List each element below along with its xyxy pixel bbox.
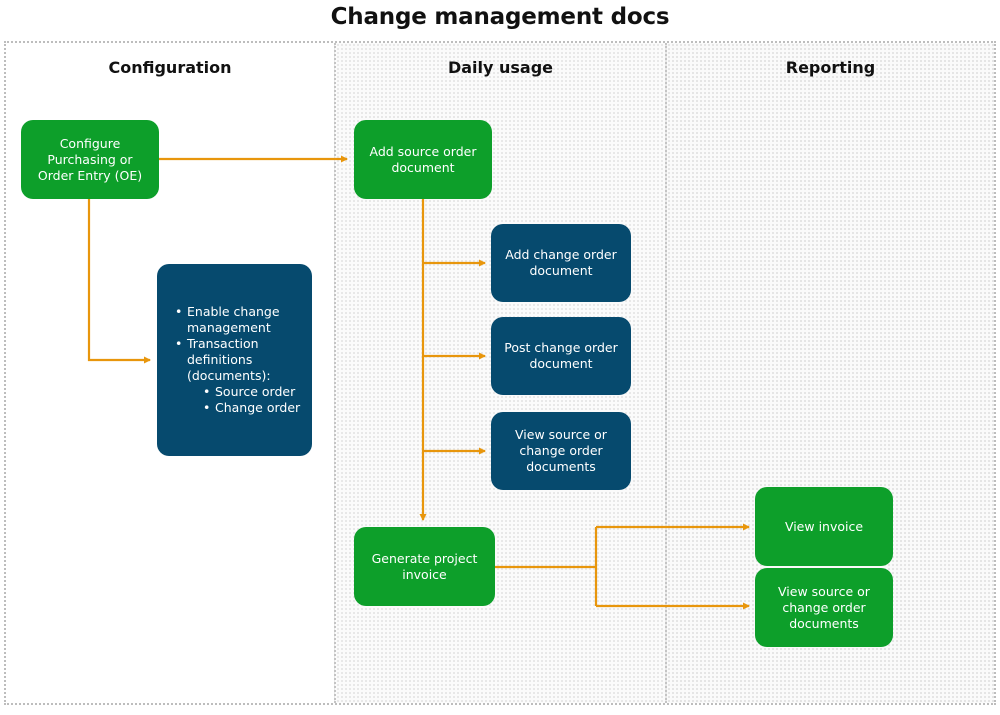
bullet-source-order-text: Source order	[215, 384, 296, 399]
swimlane-header-reporting: Reporting	[785, 58, 876, 77]
node-configure-purchasing-line2: Purchasing or	[47, 151, 133, 167]
bullet-transaction-definitions-text: Transaction definitions (documents):	[187, 336, 271, 383]
swimlane-reporting: Reporting	[667, 43, 994, 703]
node-generate-project-invoice[interactable]: Generate project invoice	[354, 527, 495, 606]
node-add-change-order-label: Add change order document	[505, 247, 617, 278]
bullet-enable-change-management: Enable change management	[173, 304, 312, 336]
bullet-transaction-definitions: Transaction definitions (documents): Sou…	[173, 336, 312, 416]
swimlane-header-daily-usage: Daily usage	[447, 58, 554, 77]
transaction-definitions-sublist: Source order Change order	[187, 384, 312, 416]
node-view-source-or-change-order-documents-reporting[interactable]: View source or change order documents	[755, 568, 893, 647]
node-view-source-change-reporting-label: View source or change order documents	[778, 583, 870, 631]
swimlane-header-configuration: Configuration	[108, 58, 232, 77]
bullet-enable-change-management-text: Enable change management	[187, 304, 280, 335]
node-enable-change-management[interactable]: Enable change management Transaction def…	[157, 264, 312, 456]
node-view-source-or-change-order-documents-daily[interactable]: View source or change order documents	[491, 412, 631, 490]
node-add-change-order-document[interactable]: Add change order document	[491, 224, 631, 302]
node-post-change-order-document[interactable]: Post change order document	[491, 317, 631, 395]
enable-change-management-bullet-list: Enable change management Transaction def…	[157, 304, 312, 416]
node-post-change-order-label: Post change order document	[504, 340, 618, 371]
node-add-source-order-label: Add source order document	[369, 143, 477, 175]
bullet-source-order: Source order	[201, 384, 312, 400]
node-configure-purchasing-line3: Order Entry (OE)	[37, 167, 143, 183]
node-view-source-change-daily-label: View source or change order documents	[515, 427, 607, 474]
node-configure-purchasing-or-order-entry[interactable]: Configure Purchasing or Order Entry (OE)	[21, 120, 159, 199]
node-configure-purchasing-line1: Configure	[59, 135, 121, 151]
node-generate-project-invoice-label: Generate project invoice	[371, 550, 478, 582]
node-add-source-order-document[interactable]: Add source order document	[354, 120, 492, 199]
node-configure-purchasing-label: Configure Purchasing or Order Entry (OE)	[29, 136, 151, 184]
bullet-change-order: Change order	[201, 400, 312, 416]
page-title: Change management docs	[330, 4, 670, 30]
bullet-change-order-text: Change order	[215, 400, 301, 415]
node-view-invoice[interactable]: View invoice	[755, 487, 893, 566]
node-view-invoice-label: View invoice	[784, 518, 864, 534]
